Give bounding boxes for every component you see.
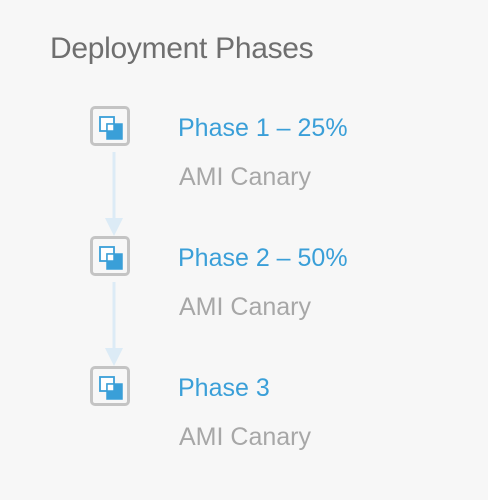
connector-arrow	[105, 152, 123, 236]
stacked-squares-icon[interactable]	[90, 236, 130, 276]
phase-type-label: AMI Canary	[179, 293, 311, 321]
phase-type-label: AMI Canary	[179, 423, 311, 451]
phase-name-link[interactable]: Phase 2 – 50%	[178, 244, 348, 272]
connector-arrow	[105, 282, 123, 366]
phase-item[interactable]: Phase 1 – 25% AMI Canary	[90, 106, 470, 206]
phase-item[interactable]: Phase 2 – 50% AMI Canary	[90, 236, 470, 336]
page-title: Deployment Phases	[50, 32, 314, 65]
phase-name-link[interactable]: Phase 1 – 25%	[178, 114, 348, 142]
phase-name-link[interactable]: Phase 3	[178, 374, 270, 402]
stacked-squares-icon[interactable]	[90, 366, 130, 406]
phase-type-label: AMI Canary	[179, 163, 311, 191]
phase-item[interactable]: Phase 3 AMI Canary	[90, 366, 470, 466]
stacked-squares-icon[interactable]	[90, 106, 130, 146]
